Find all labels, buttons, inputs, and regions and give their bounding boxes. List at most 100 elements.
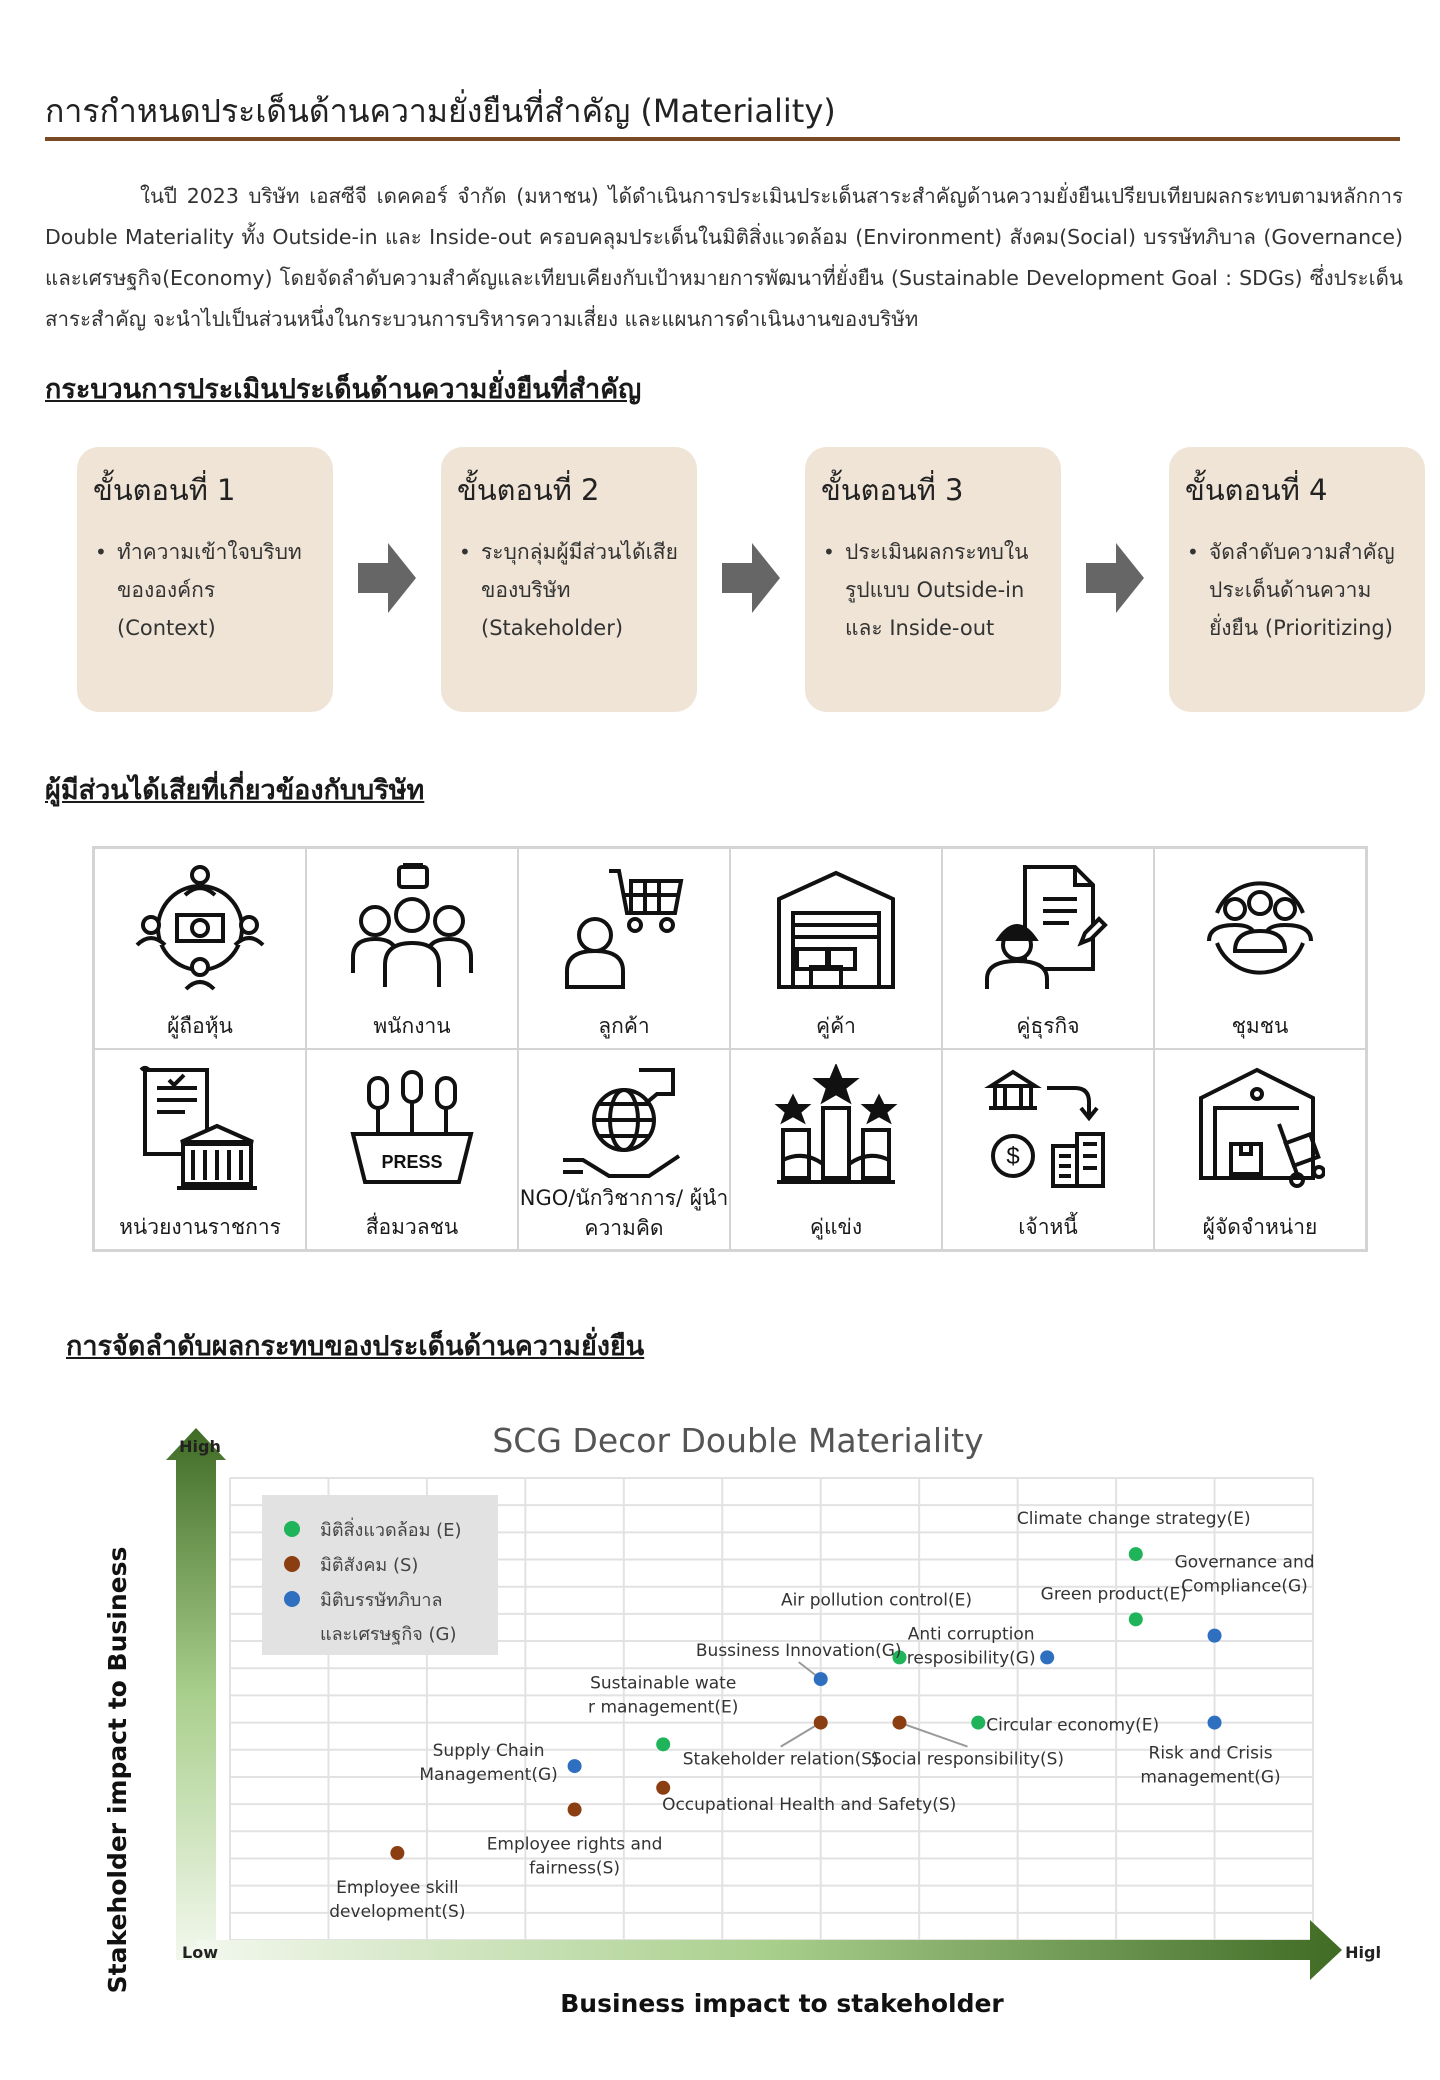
y-axis-arrow [166, 1428, 226, 1960]
competitor-icon [774, 1064, 898, 1184]
data-point [656, 1737, 671, 1752]
x-axis-arrow [196, 1920, 1342, 1980]
step-description: ระบุกลุ่มผู้มีส่วนได้เสียของบริษัท (Stak… [457, 533, 681, 647]
data-point [1128, 1612, 1143, 1627]
intro-text: ในปี 2023 บริษัท เอสซีจี เดคคอร์ จำกัด (… [45, 184, 1403, 331]
stakeholder-cell-distributor: ผู้จัดจำหน่าย [1154, 1049, 1366, 1250]
data-point [567, 1759, 582, 1774]
point-label: Occupational Health and Safety(S) [662, 1795, 956, 1815]
point-label: Social responsibility(S) [871, 1750, 1064, 1770]
point-label: management(G) [1140, 1768, 1280, 1788]
step-card-2: ขั้นตอนที่ 2 ระบุกลุ่มผู้มีส่วนได้เสียขอ… [441, 447, 697, 712]
stakeholder-label: คู่ธุรกิจ [1016, 1014, 1080, 1038]
distributor-icon [1199, 1067, 1325, 1188]
legend-marker [284, 1591, 300, 1607]
point-leader-line [899, 1721, 968, 1748]
point-label: Employee skill [336, 1878, 458, 1898]
stakeholder-label: ผู้ถือหุ้น [167, 1014, 233, 1038]
stakeholder-cell-government: หน่วยงานราชการ [94, 1049, 306, 1250]
press-icon: PRESS [350, 1070, 474, 1184]
title-divider [45, 137, 1400, 141]
stakeholder-cell-customer: ลูกค้า [518, 848, 730, 1049]
prioritization-heading: การจัดลำดับผลกระทบของประเด็นด้านความยั่ง… [66, 1331, 645, 1362]
data-point [390, 1846, 405, 1861]
stakeholder-label: หน่วยงานราชการ [119, 1215, 281, 1239]
chart-points: Climate change strategy(E) Green product(… [329, 1509, 1314, 1922]
point-label: Anti corruption [908, 1624, 1035, 1644]
chart-axes [166, 1428, 1342, 1980]
legend-label: และเศรษฐกิจ (G) [320, 1624, 457, 1645]
page-title: การกำหนดประเด็นด้านความยั่งยืนที่สำคัญ (… [45, 92, 836, 130]
supplier-warehouse-icon [777, 870, 895, 989]
stakeholder-label: ลูกค้า [598, 1014, 650, 1038]
svg-text:$: $ [1006, 1143, 1019, 1170]
step-arrow-icon [1086, 543, 1144, 613]
point-label: Management(G) [419, 1765, 557, 1785]
legend-marker [284, 1556, 300, 1572]
materiality-chart: SCG Decor Double Materiality High Low Hi… [103, 1421, 1380, 2018]
stakeholder-label: ผู้จัดจำหน่าย [1202, 1215, 1318, 1239]
step-card-3: ขั้นตอนที่ 3 ประเมินผลกระทบในรูปแบบ Outs… [805, 447, 1061, 712]
data-point [892, 1650, 907, 1665]
stakeholder-cell-shareholders: ผู้ถือหุ้น [94, 848, 306, 1049]
point-label: Green product(E) [1041, 1584, 1187, 1604]
step-arrow-icon [722, 543, 780, 613]
step-arrow-icon [358, 543, 416, 613]
data-point [1040, 1650, 1055, 1665]
point-label: fairness(S) [529, 1859, 620, 1879]
stakeholder-label: NGO/นักวิชาการ/ ผู้นำความคิด [519, 1186, 729, 1240]
data-point [567, 1802, 582, 1817]
x-low-label: Low [182, 1943, 218, 1962]
step-title: ขั้นตอนที่ 4 [1185, 473, 1328, 507]
point-label: Risk and Crisis [1149, 1744, 1273, 1764]
step-title: ขั้นตอนที่ 3 [821, 473, 964, 507]
stakeholder-label: สื่อมวลชน [365, 1215, 459, 1239]
point-label: r management(E) [588, 1697, 738, 1717]
stakeholder-grid: ผู้ถือหุ้น พนักงาน ลูกค้า คู่ค้า [92, 846, 1368, 1252]
step-title: ขั้นตอนที่ 2 [457, 473, 600, 507]
intro-paragraph: ในปี 2023 บริษัท เอสซีจี เดคคอร์ จำกัด (… [45, 176, 1403, 340]
data-point [1128, 1547, 1143, 1562]
y-high-label: High [179, 1437, 221, 1456]
stakeholder-cell-competitor: คู่แข่ง [730, 1049, 942, 1250]
x-high-label: High [1345, 1943, 1380, 1962]
step-card-1: ขั้นตอนที่ 1 ทำความเข้าใจบริบทขององค์กร … [77, 447, 333, 712]
data-point [813, 1715, 828, 1730]
chart-title: SCG Decor Double Materiality [492, 1421, 983, 1460]
point-label: Employee rights and [487, 1835, 663, 1855]
stakeholder-cell-employees: พนักงาน [306, 848, 518, 1049]
point-leader-line [780, 1721, 822, 1748]
step-description: ทำความเข้าใจบริบทขององค์กร (Context) [93, 533, 317, 647]
point-label: Stakeholder relation(S) [683, 1750, 879, 1770]
stakeholder-label: คู่ค้า [816, 1014, 856, 1038]
data-point [892, 1715, 907, 1730]
step-description: จัดลำดับความสำคัญประเด็นด้านความยั่งยืน … [1185, 533, 1409, 647]
stakeholders-heading: ผู้มีส่วนได้เสียที่เกี่ยวข้องกับบริษัท [45, 775, 425, 806]
chart-legend: มิติสิ่งแวดล้อม (E)มิติสังคม (S)มิติบรรษ… [262, 1495, 498, 1655]
stakeholder-label: คู่แข่ง [809, 1215, 863, 1239]
point-label: Bussiness Innovation(G) [696, 1641, 902, 1661]
point-label: Governance and [1175, 1553, 1315, 1573]
point-label: Circular economy(E) [986, 1716, 1159, 1736]
legend-label: มิติบรรษัทภิบาล [320, 1590, 442, 1611]
government-icon [139, 1066, 257, 1190]
stakeholder-cell-business-partner: คู่ธุรกิจ [942, 848, 1154, 1049]
stakeholder-label: เจ้าหนี้ [1018, 1215, 1078, 1239]
data-point [656, 1780, 671, 1795]
y-axis-label: Stakeholder impact to Business [103, 1547, 132, 1994]
process-heading: กระบวนการประเมินประเด็นด้านความยั่งยืนที… [45, 374, 642, 405]
point-label: Supply Chain [433, 1741, 545, 1761]
point-label: Climate change strategy(E) [1017, 1509, 1251, 1529]
stakeholder-label: ชุมชน [1231, 1014, 1289, 1038]
step-title: ขั้นตอนที่ 1 [93, 473, 236, 507]
data-point [971, 1715, 986, 1730]
data-point [1207, 1628, 1222, 1643]
x-axis-label: Business impact to stakeholder [560, 1989, 1004, 2018]
stakeholder-cell-community: ชุมชน [1154, 848, 1366, 1049]
point-label: development(S) [329, 1902, 465, 1922]
ngo-globe-icon [563, 1068, 681, 1178]
point-label: Air pollution control(E) [781, 1590, 972, 1610]
legend-marker [284, 1521, 300, 1537]
creditor-icon: $ [984, 1069, 1105, 1188]
stakeholder-cell-press: PRESS สื่อมวลชน [306, 1049, 518, 1250]
